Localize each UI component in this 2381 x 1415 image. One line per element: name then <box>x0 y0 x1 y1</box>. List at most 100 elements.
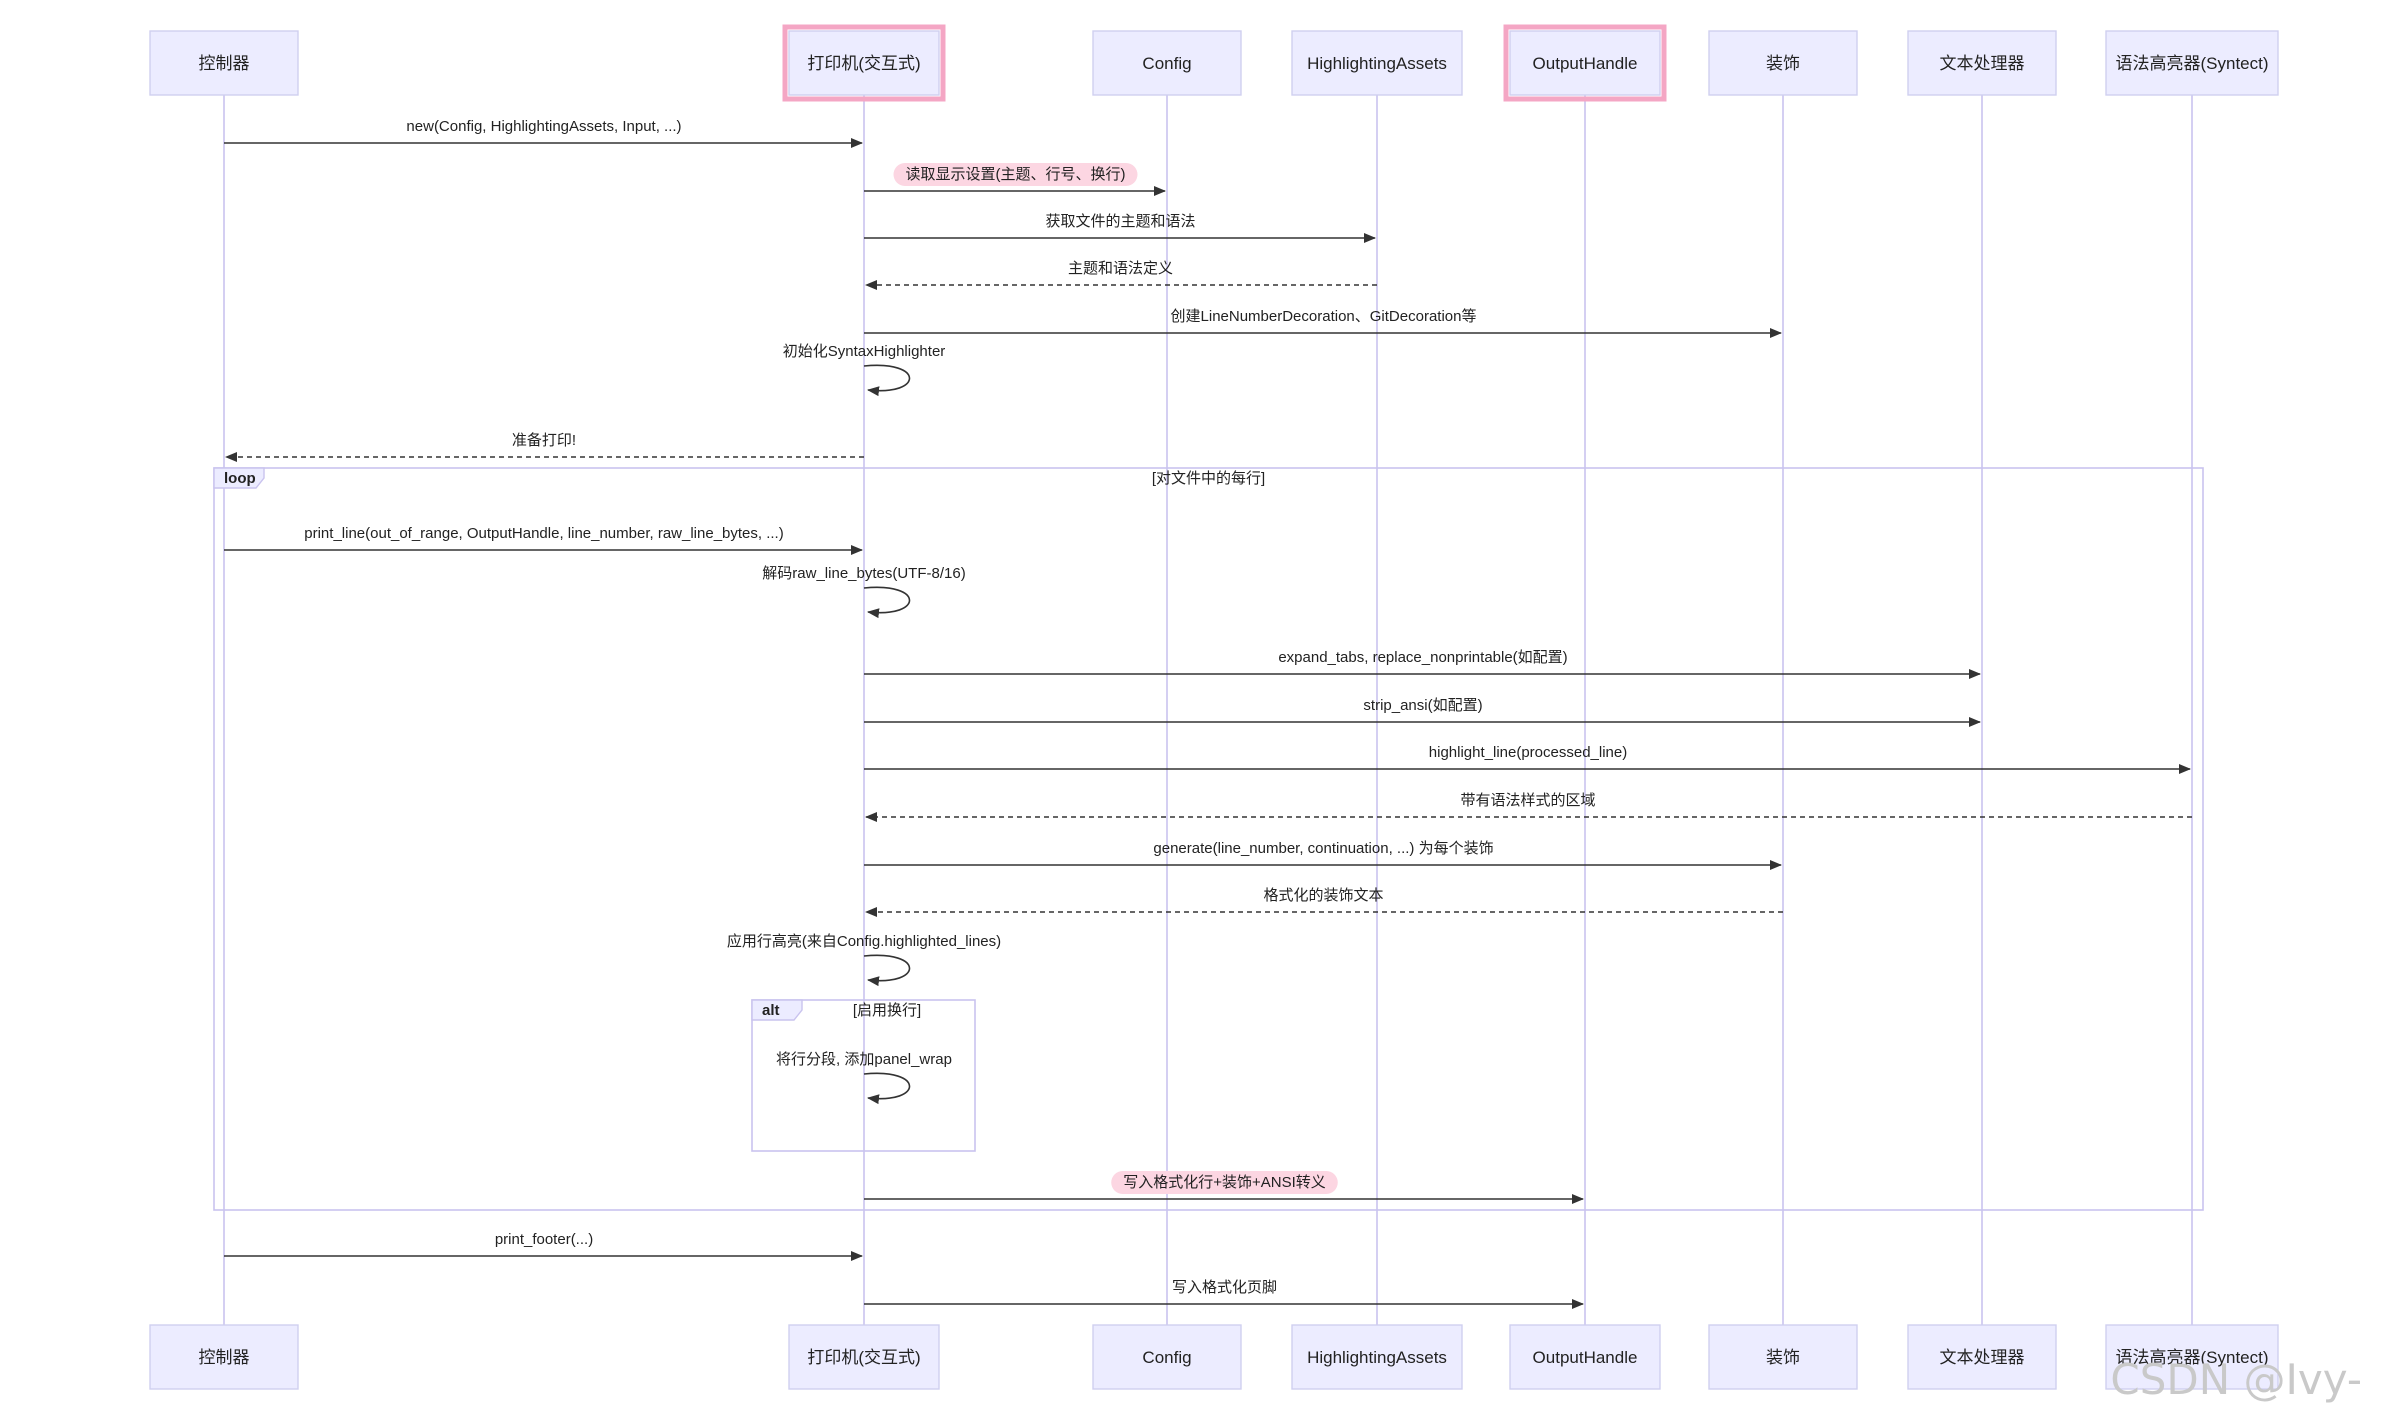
watermark: CSDN @Ivy- <box>2110 1355 2362 1404</box>
actor-label: OutputHandle <box>1533 1348 1638 1367</box>
alt-frame-keyword: alt <box>762 1002 780 1019</box>
actor-label: 控制器 <box>199 1348 250 1367</box>
message-label: 初始化SyntaxHighlighter <box>783 343 946 360</box>
actor-label: 控制器 <box>199 54 250 73</box>
loop-frame <box>213 467 2204 1211</box>
message-17: 将行分段, 添加panel_wrap <box>776 1051 952 1105</box>
actor-box <box>1092 30 1242 96</box>
actor-syntect-top: 语法高亮器(Syntect) <box>2105 30 2279 96</box>
actor-label: 打印机(交互式) <box>807 1348 920 1367</box>
message-8: print_line(out_of_range, OutputHandle, l… <box>224 525 863 555</box>
actor-decor-bottom: 装饰 <box>1708 1324 1858 1390</box>
message-label: 将行分段, 添加panel_wrap <box>776 1051 952 1068</box>
actor-label: HighlightingAssets <box>1307 1348 1447 1367</box>
alt-frame-condition: [启用换行] <box>853 1002 921 1019</box>
message-label: 创建LineNumberDecoration、GitDecoration等 <box>1171 307 1477 325</box>
alt-frame <box>751 999 976 1152</box>
actor-highlight-border <box>1503 24 1667 102</box>
message-1: new(Config, HighlightingAssets, Input, .… <box>224 118 863 148</box>
message-6: 初始化SyntaxHighlighter <box>783 343 946 397</box>
actor-textproc-bottom: 文本处理器 <box>1907 1324 2057 1390</box>
message-label: 写入格式化页脚 <box>1172 1279 1277 1296</box>
loop-frame-tab <box>213 467 265 489</box>
actor-label: 打印机(交互式) <box>807 54 920 73</box>
actor-textproc-top: 文本处理器 <box>1907 30 2057 96</box>
message-18: 写入格式化行+装饰+ANSI转义 <box>864 1171 1584 1204</box>
message-label: new(Config, HighlightingAssets, Input, .… <box>406 118 681 135</box>
actor-box <box>1907 30 2057 96</box>
actor-label: OutputHandle <box>1533 54 1638 73</box>
actor-box <box>1509 30 1661 96</box>
loop-frame-condition: [对文件中的每行] <box>1152 470 1265 487</box>
actor-printer-bottom: 打印机(交互式) <box>788 1324 940 1390</box>
actor-box <box>788 30 940 96</box>
message-10: expand_tabs, replace_nonprintable(如配置) <box>864 649 1981 679</box>
message-13: 带有语法样式的区域 <box>865 792 2192 822</box>
actor-label: 装饰 <box>1766 54 1800 73</box>
message-label: 应用行高亮(来自Config.highlighted_lines) <box>727 932 1001 950</box>
message-11: strip_ansi(如配置) <box>864 697 1981 727</box>
actor-label: Config <box>1142 1348 1191 1367</box>
actor-label: 文本处理器 <box>1940 1348 2025 1367</box>
actor-controller-top: 控制器 <box>149 30 299 96</box>
message-label: 主题和语法定义 <box>1068 260 1173 277</box>
message-2: 读取显示设置(主题、行号、换行) <box>864 163 1166 196</box>
actor-output-bottom: OutputHandle <box>1509 1324 1661 1390</box>
message-label: 带有语法样式的区域 <box>1460 792 1595 809</box>
message-label: 读取显示设置(主题、行号、换行) <box>906 166 1126 183</box>
actor-label: Config <box>1142 54 1191 73</box>
actor-config-top: Config <box>1092 30 1242 96</box>
actor-box <box>2105 30 2279 96</box>
message-label: print_line(out_of_range, OutputHandle, l… <box>304 525 783 542</box>
actor-config-bottom: Config <box>1092 1324 1242 1390</box>
message-20: 写入格式化页脚 <box>864 1279 1584 1309</box>
message-label: 获取文件的主题和语法 <box>1045 213 1195 230</box>
message-14: generate(line_number, continuation, ...)… <box>864 840 1782 870</box>
actor-box <box>788 1324 940 1390</box>
message-label: 格式化的装饰文本 <box>1263 887 1383 904</box>
message-19: print_footer(...) <box>224 1231 863 1261</box>
message-5: 创建LineNumberDecoration、GitDecoration等 <box>864 307 1782 338</box>
message-label-highlight <box>893 163 1138 186</box>
message-label: print_footer(...) <box>495 1231 593 1248</box>
actor-box <box>1092 1324 1242 1390</box>
message-4: 主题和语法定义 <box>865 260 1377 290</box>
message-label: highlight_line(processed_line) <box>1429 744 1627 761</box>
actor-box <box>1708 1324 1858 1390</box>
actor-label: 文本处理器 <box>1940 54 2025 73</box>
actor-assets-bottom: HighlightingAssets <box>1291 1324 1463 1390</box>
actor-box <box>1291 30 1463 96</box>
loop-frame-keyword: loop <box>224 470 256 487</box>
actor-box <box>149 30 299 96</box>
message-label: strip_ansi(如配置) <box>1363 697 1482 714</box>
message-15: 格式化的装饰文本 <box>865 887 1783 917</box>
actor-box <box>2105 1324 2279 1390</box>
actor-decor-top: 装饰 <box>1708 30 1858 96</box>
message-label: expand_tabs, replace_nonprintable(如配置) <box>1278 649 1567 666</box>
message-arrow <box>863 586 911 619</box>
actor-assets-top: HighlightingAssets <box>1291 30 1463 96</box>
message-label-highlight <box>1111 1171 1338 1194</box>
actor-label: 装饰 <box>1766 1348 1800 1367</box>
actor-label: 语法高亮器(Syntect) <box>2115 1348 2268 1367</box>
actor-box <box>149 1324 299 1390</box>
actor-printer-top: 打印机(交互式) <box>782 24 946 102</box>
message-7: 准备打印! <box>225 432 864 462</box>
actor-label: 语法高亮器(Syntect) <box>2115 54 2268 73</box>
message-arrow <box>863 1072 911 1105</box>
message-arrow <box>863 364 911 397</box>
actor-controller-bottom: 控制器 <box>149 1324 299 1390</box>
message-label: generate(line_number, continuation, ...)… <box>1153 840 1493 857</box>
actor-box <box>1907 1324 2057 1390</box>
actor-box <box>1291 1324 1463 1390</box>
actor-box <box>1509 1324 1661 1390</box>
message-label: 写入格式化行+装饰+ANSI转义 <box>1123 1174 1326 1191</box>
actor-output-top: OutputHandle <box>1503 24 1667 102</box>
message-label: 解码raw_line_bytes(UTF-8/16) <box>762 565 965 582</box>
actor-box <box>1708 30 1858 96</box>
actor-syntect-bottom: 语法高亮器(Syntect) <box>2105 1324 2279 1390</box>
actor-highlight-border <box>782 24 946 102</box>
message-arrow <box>863 954 911 987</box>
message-label: 准备打印! <box>512 432 576 449</box>
